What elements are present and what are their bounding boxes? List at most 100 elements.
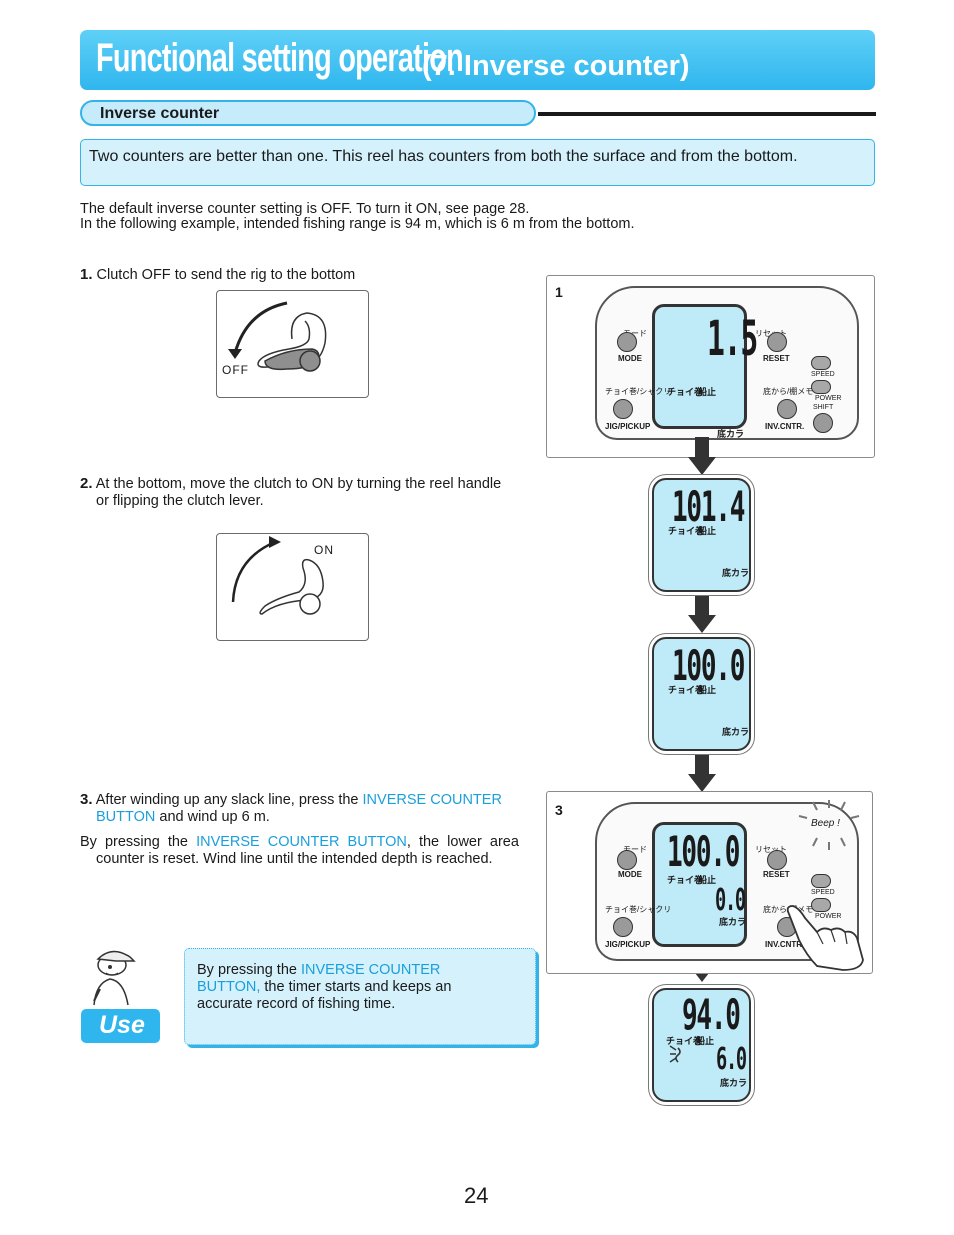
clutch-on-label: ON bbox=[314, 543, 334, 557]
note-line-1: The default inverse counter setting is O… bbox=[80, 201, 530, 217]
mascot-icon bbox=[86, 945, 136, 1007]
step-1: 1. Clutch OFF to send the rig to the bot… bbox=[80, 266, 355, 284]
lcd-label-jp3: 底カラ bbox=[722, 568, 750, 578]
page-title: Functional setting operation bbox=[96, 36, 464, 80]
lcd-label-jp1: チョイ巻 bbox=[666, 1036, 703, 1046]
reset-button[interactable] bbox=[767, 332, 787, 352]
power-label: POWER bbox=[815, 913, 842, 920]
panel-3-tag: 3 bbox=[555, 802, 563, 818]
lcd-upper-value: 101.4 bbox=[672, 482, 745, 531]
step-3-b1: By pressing the bbox=[80, 834, 197, 850]
reset-jp-label: リセット bbox=[755, 845, 787, 854]
step-1-text: Clutch OFF to send the rig to the bottom bbox=[96, 267, 356, 283]
lcd-label-jp2: 船止 bbox=[698, 685, 717, 695]
reel-lcd-1: 1.5 チョイ巻 船止 底カラ bbox=[652, 304, 758, 439]
clutch-on-illustration: ON bbox=[216, 533, 369, 641]
inverse-counter-button[interactable] bbox=[777, 399, 797, 419]
jig-pickup-button[interactable] bbox=[613, 399, 633, 419]
section-label-text: Inverse counter bbox=[100, 105, 220, 122]
speed-button[interactable] bbox=[811, 356, 831, 370]
lcd-upper-value: 100.0 bbox=[672, 641, 745, 690]
lcd-lower-value: 0.0 bbox=[715, 883, 746, 918]
speed-label: SPEED bbox=[811, 371, 835, 378]
lcd-label-jp3: 底カラ bbox=[722, 727, 750, 737]
lcd-label-jp3: 底カラ bbox=[717, 429, 745, 439]
pointing-hand-icon bbox=[786, 905, 864, 971]
use-badge: Use bbox=[81, 1009, 160, 1043]
tip-box: By pressing the INVERSE COUNTER BUTTON, … bbox=[184, 948, 536, 1045]
step-3-line-3: By pressing the INVERSE COUNTER BUTTON, … bbox=[80, 834, 519, 851]
step-3-line-2: BUTTON and wind up 6 m. bbox=[96, 809, 270, 826]
step-3-highlight-1: INVERSE COUNTER bbox=[362, 792, 502, 808]
reset-label: RESET bbox=[763, 870, 790, 879]
mode-jp-label: モード bbox=[623, 329, 647, 338]
lcd-label-jp3: 底カラ bbox=[720, 1078, 748, 1088]
tip-t1: By pressing the bbox=[197, 962, 301, 978]
use-badge-text: Use bbox=[99, 1011, 145, 1039]
step-3-b-highlight: INVERSE COUNTER BUTTON bbox=[196, 834, 407, 850]
reel-panel-1: 1 1.5 チョイ巻 船止 底カラ モード MODE リセット RESET チョ… bbox=[546, 275, 875, 458]
step-1-number: 1. bbox=[80, 266, 93, 283]
power-button[interactable] bbox=[811, 380, 831, 394]
lcd-label-jp1: チョイ巻 bbox=[668, 526, 705, 536]
lcd-label-jp2: 船止 bbox=[698, 387, 717, 397]
shift-button[interactable] bbox=[813, 413, 833, 433]
speed-button[interactable] bbox=[811, 874, 831, 888]
mode-jp-label: モード bbox=[623, 845, 647, 854]
lcd-label-jp1: チョイ巻 bbox=[667, 387, 704, 397]
speed-label: SPEED bbox=[811, 889, 835, 896]
section-divider bbox=[538, 112, 876, 116]
tip-line-2: BUTTON, the timer starts and keeps an bbox=[197, 979, 451, 996]
step-3-highlight-2: BUTTON bbox=[96, 809, 156, 825]
power-button[interactable] bbox=[811, 898, 831, 912]
lcd-display-2: 101.4 チョイ巻 船止 底カラ bbox=[652, 478, 751, 592]
lcd-label-jp2: 船止 bbox=[698, 875, 717, 885]
reset-button[interactable] bbox=[767, 850, 787, 870]
clutch-off-label: OFF bbox=[222, 363, 249, 377]
intro-text: Two counters are better than one. This r… bbox=[89, 148, 798, 165]
beep-burst-icon bbox=[798, 800, 860, 850]
jig-jp-label: チョイ巻/シャクリ bbox=[605, 905, 672, 914]
tip-highlight-2: BUTTON, bbox=[197, 979, 261, 995]
tip-highlight-1: INVERSE COUNTER bbox=[300, 962, 441, 978]
step-2-number: 2. bbox=[80, 475, 93, 492]
lcd-upper-value: 100.0 bbox=[667, 827, 740, 876]
blink-indicator-icon bbox=[669, 1045, 681, 1063]
intro-box: Two counters are better than one. This r… bbox=[80, 139, 875, 186]
clutch-off-illustration: OFF bbox=[216, 290, 369, 398]
power-label: POWER bbox=[815, 395, 842, 402]
lcd-display-3: 100.0 チョイ巻 船止 底カラ bbox=[652, 637, 751, 751]
mode-label: MODE bbox=[618, 870, 642, 879]
reel-lcd-3: 100.0 チョイ巻 船止 0.0 底カラ bbox=[652, 822, 747, 947]
tip-t3: accurate record of fishing time. bbox=[197, 996, 396, 1012]
shift-label: SHIFT bbox=[813, 404, 834, 411]
clutch-off-drawing bbox=[228, 301, 327, 372]
tip-line-1: By pressing the INVERSE COUNTER bbox=[197, 962, 440, 979]
tip-t2: the timer starts and keeps an bbox=[260, 979, 452, 995]
mode-button[interactable] bbox=[617, 850, 637, 870]
step-3-b3: counter is reset. Wind line until the in… bbox=[96, 851, 493, 867]
jig-label: JIG/PICKUP bbox=[605, 940, 651, 949]
inv-jp-label: 底から/棚メモ bbox=[763, 387, 814, 396]
step-3-b2: , the lower area bbox=[406, 834, 519, 850]
down-arrow-icon bbox=[688, 754, 716, 792]
lcd-upper-value: 94.0 bbox=[682, 990, 741, 1039]
lcd-label-jp1: チョイ巻 bbox=[667, 875, 704, 885]
reset-label: RESET bbox=[763, 354, 790, 363]
jig-pickup-button[interactable] bbox=[613, 917, 633, 937]
step-3: 3. After winding up any slack line, pres… bbox=[80, 791, 540, 809]
beep-label: Beep ! bbox=[811, 818, 840, 829]
step-3-a1: After winding up any slack line, press t… bbox=[95, 792, 363, 808]
inv-label: INV.CNTR. bbox=[765, 422, 805, 431]
mode-label: MODE bbox=[618, 354, 642, 363]
inv-label: INV.CNTR. bbox=[765, 940, 805, 949]
reel-panel-3: 3 100.0 チョイ巻 船止 0.0 底カラ モード MODE リセット RE… bbox=[546, 791, 873, 974]
mode-button[interactable] bbox=[617, 332, 637, 352]
step-2-text-b: or flipping the clutch lever. bbox=[96, 493, 264, 509]
lcd-upper-value: 1.5 bbox=[707, 311, 758, 367]
lcd-label-jp2: 船止 bbox=[696, 1036, 715, 1046]
step-2: 2. At the bottom, move the clutch to ON … bbox=[80, 475, 540, 493]
lcd-display-5: 94.0 チョイ巻 船止 6.0 底カラ bbox=[652, 988, 751, 1102]
page-subtitle: (7. Inverse counter) bbox=[422, 50, 690, 82]
page-header-banner: Functional setting operation (7. Inverse… bbox=[80, 30, 875, 90]
